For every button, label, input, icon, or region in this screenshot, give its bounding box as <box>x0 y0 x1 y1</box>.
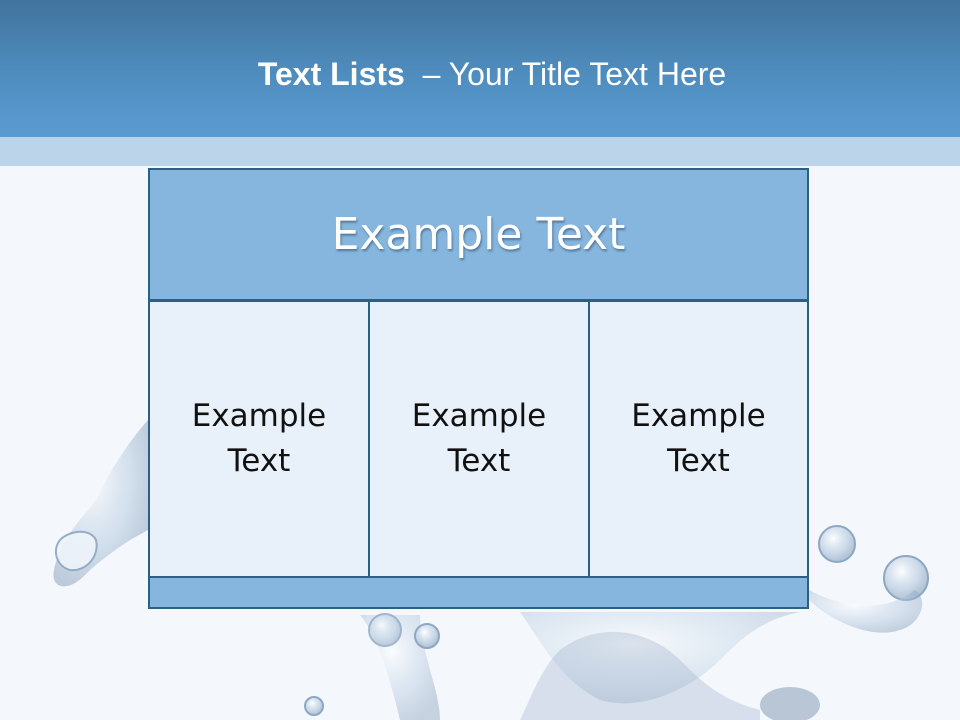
table-header-text: Example Text <box>331 209 626 260</box>
table-column-3: Example Text <box>588 300 809 578</box>
column-2-line-2: Text <box>447 443 511 479</box>
title-bar-accent-strip <box>0 137 960 166</box>
column-3-line-2: Text <box>667 443 730 479</box>
title-bar <box>0 0 960 137</box>
column-2-line-1: Example <box>411 398 547 434</box>
table-column-2: Example Text <box>368 300 590 578</box>
slide-title-rest: – Your Title Text Here <box>422 56 727 92</box>
table-column-1: Example Text <box>148 300 370 578</box>
slide-title-bold: Text Lists <box>257 56 405 92</box>
table-footer-bar <box>148 576 809 609</box>
column-1-line-2: Text <box>227 443 291 479</box>
column-1-line-1: Example <box>191 398 327 434</box>
table-header-cell: Example Text <box>148 168 809 301</box>
slide-title: Text Lists – Your Title Text Here <box>0 52 960 96</box>
column-3-line-1: Example <box>631 398 766 434</box>
